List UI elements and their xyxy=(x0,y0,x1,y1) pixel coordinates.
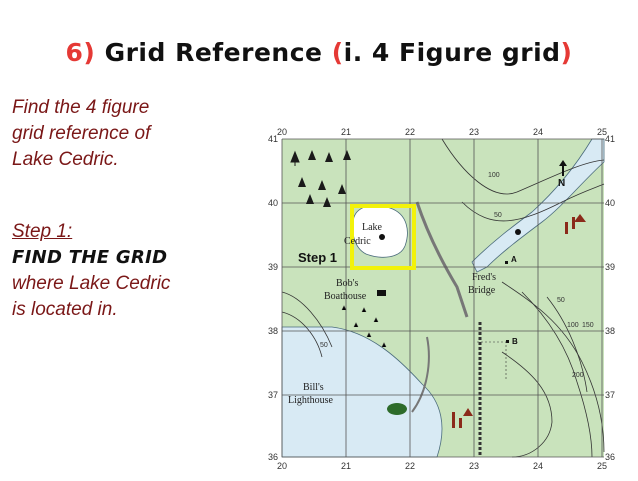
contour-lines xyxy=(281,138,605,458)
map-svg: 100 50 50 100 150 200 50 xyxy=(268,127,615,471)
easting-top-22: 22 xyxy=(405,127,415,137)
instruction-line-2: grid reference of xyxy=(12,123,151,144)
river xyxy=(471,138,605,273)
bob-label-line2: Boathouse xyxy=(324,291,367,302)
bill-label-line1: Bill's xyxy=(303,382,324,393)
contour-label-3: 50 xyxy=(557,297,565,304)
step1-map-label: Step 1 xyxy=(298,250,337,265)
easting-top-25: 25 xyxy=(597,127,607,137)
point-a-marker xyxy=(505,261,508,264)
point-b-marker xyxy=(506,340,509,343)
topographic-map: 100 50 50 100 150 200 50 xyxy=(262,122,616,477)
fred-label-line1: Fred's xyxy=(472,272,496,283)
contour-label-7: 50 xyxy=(320,342,328,349)
easting-top-24: 24 xyxy=(533,127,543,137)
title-sub: i. 4 Figure grid xyxy=(343,38,561,67)
northing-left-40: 40 xyxy=(268,198,278,208)
point-b-guide xyxy=(477,341,507,380)
instruction-line-4: where Lake Cedric xyxy=(12,273,171,294)
contour-label-4: 100 xyxy=(567,322,579,329)
road-lower xyxy=(411,336,430,413)
point-a-label: A xyxy=(511,255,517,264)
fred-label-line2: Bridge xyxy=(468,285,496,296)
lake-cedric-dot xyxy=(379,234,385,240)
north-arrow-icon xyxy=(559,160,567,176)
contour-label-1: 100 xyxy=(488,172,500,179)
point-b-label: B xyxy=(512,337,518,346)
northing-left-37: 37 xyxy=(268,390,278,400)
campsite-icon-lower xyxy=(452,408,473,428)
contour-label-5: 150 xyxy=(582,322,594,329)
bob-label-line1: Bob's xyxy=(336,278,358,289)
page-title: 6) Grid Reference (i. 4 Figure grid) xyxy=(0,38,638,67)
northing-left-38: 38 xyxy=(268,326,278,336)
grid-lines xyxy=(281,138,604,458)
lake-label-line2: Cedric xyxy=(344,236,371,247)
lake-label-line1: Lake xyxy=(362,222,383,233)
title-end-paren: ) xyxy=(560,38,573,67)
title-close-paren: ) xyxy=(83,38,96,67)
forest-patch xyxy=(387,403,407,415)
northing-right-39: 39 xyxy=(605,262,615,272)
northing-left-39: 39 xyxy=(268,262,278,272)
lower-lake xyxy=(281,326,443,458)
title-open-paren: ( xyxy=(331,38,344,67)
easting-bottom-20: 20 xyxy=(277,461,287,471)
easting-top-23: 23 xyxy=(469,127,479,137)
northing-right-37: 37 xyxy=(605,390,615,400)
northing-right-38: 38 xyxy=(605,326,615,336)
marsh-symbols xyxy=(341,305,387,348)
easting-bottom-21: 21 xyxy=(341,461,351,471)
easting-bottom-25: 25 xyxy=(597,461,607,471)
title-main: Grid Reference xyxy=(104,38,323,67)
easting-bottom-22: 22 xyxy=(405,461,415,471)
campsite-icon xyxy=(565,214,586,234)
tree-icons xyxy=(290,150,351,207)
instruction-line-5: is located in. xyxy=(12,299,118,320)
easting-bottom-24: 24 xyxy=(533,461,543,471)
northing-right-36: 36 xyxy=(605,452,615,462)
northing-right-41: 41 xyxy=(605,134,615,144)
instruction-line-1: Find the 4 figure xyxy=(12,97,150,118)
northing-left-36: 36 xyxy=(268,452,278,462)
title-number: 6 xyxy=(65,38,84,67)
bill-label-line2: Lighthouse xyxy=(288,395,334,406)
instruction-line-3: Lake Cedric. xyxy=(12,149,119,170)
contour-label-6: 200 xyxy=(572,372,584,379)
northing-left-41: 41 xyxy=(268,134,278,144)
north-label: N xyxy=(558,178,565,189)
spot-dot xyxy=(515,229,521,235)
contour-label-2: 50 xyxy=(494,212,502,219)
easting-bottom-23: 23 xyxy=(469,461,479,471)
easting-top-21: 21 xyxy=(341,127,351,137)
boathouse-marker xyxy=(377,290,386,296)
step-label: Step 1: xyxy=(12,221,73,242)
step-heading: FIND THE GRID xyxy=(12,247,168,268)
instructions-panel: Find the 4 figure grid reference of Lake… xyxy=(12,95,262,323)
northing-right-40: 40 xyxy=(605,198,615,208)
grid-highlight-box xyxy=(350,204,416,270)
easting-top-20: 20 xyxy=(277,127,287,137)
road xyxy=(415,201,469,318)
